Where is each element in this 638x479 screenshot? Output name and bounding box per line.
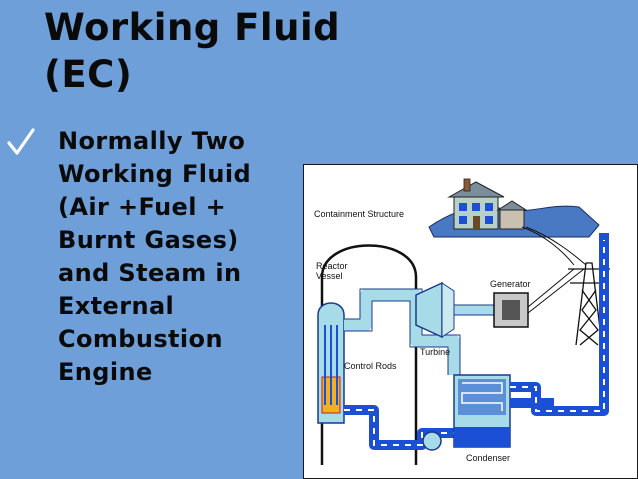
containment-structure [320, 244, 418, 465]
label-generator: Generator [490, 279, 531, 289]
checkmark-icon [7, 128, 35, 155]
label-condenser: Condenser [466, 453, 510, 463]
turbine-shaft [453, 304, 495, 316]
nuclear-plant-diagram: Containment Structure Reactor Vessel Con… [303, 164, 638, 479]
control-rods [324, 325, 338, 405]
transmission-tower-icon [568, 262, 610, 346]
power-lines [521, 226, 587, 314]
house-icon [447, 178, 528, 230]
label-reactor-line2: Vessel [316, 271, 343, 281]
title-line-1: Working Fluid [44, 6, 341, 49]
label-reactor-line1: Reactor [316, 261, 348, 271]
condenser [453, 374, 511, 448]
pump [422, 431, 442, 451]
label-containment: Containment Structure [314, 209, 404, 219]
title-line-2: (EC) [44, 53, 133, 96]
label-turbine: Turbine [420, 347, 450, 357]
label-control-rods: Control Rods [344, 361, 397, 371]
slide-title: Working Fluid (EC) [44, 4, 404, 98]
bullet-text: Normally Two Working Fluid (Air +Fuel + … [58, 127, 252, 386]
turbine [415, 281, 455, 339]
